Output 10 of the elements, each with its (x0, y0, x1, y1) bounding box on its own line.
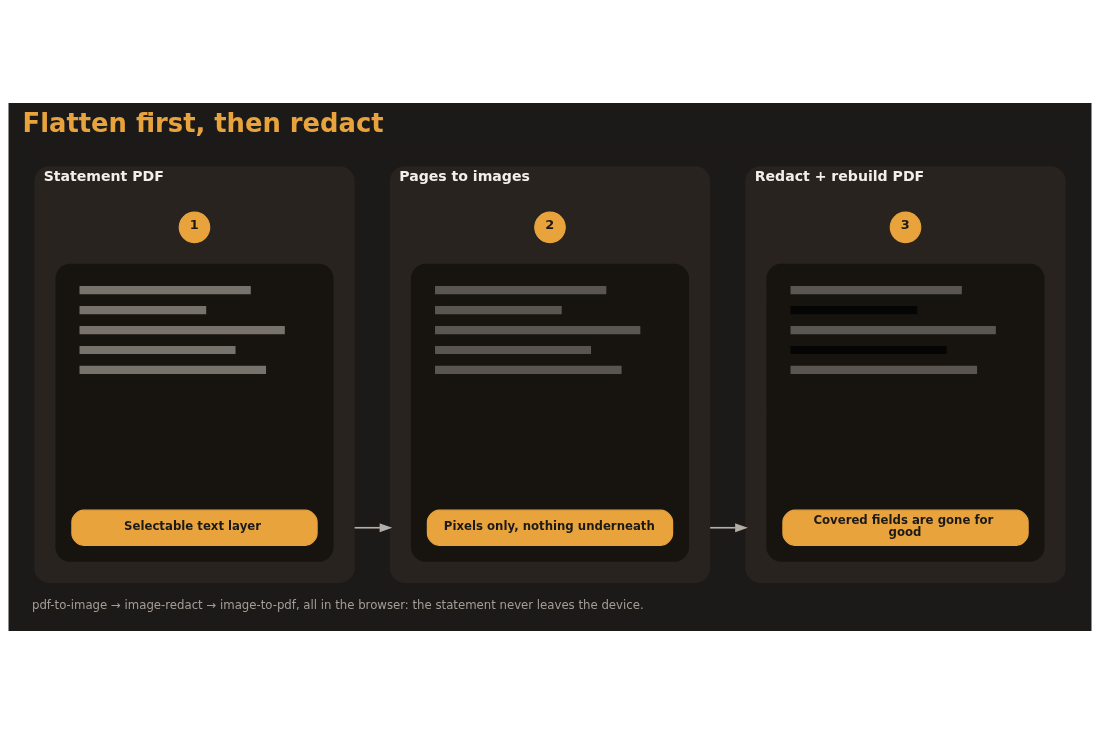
arrow (709, 522, 748, 532)
node-box: Covered fields are gone for good (782, 509, 1029, 546)
cluster (410, 263, 690, 562)
cluster (766, 263, 1045, 562)
node-box: Pixels only, nothing underneath (426, 509, 674, 546)
cluster (55, 263, 334, 562)
caption: pdf-to-image → image-redact → image-to-pdf, all in the browser: the statement never leaves the device. (31, 597, 644, 612)
node-box: Selectable text layer (71, 509, 318, 546)
arrow (353, 522, 393, 532)
diagram-title: Flatten first, then redact (22, 107, 384, 138)
